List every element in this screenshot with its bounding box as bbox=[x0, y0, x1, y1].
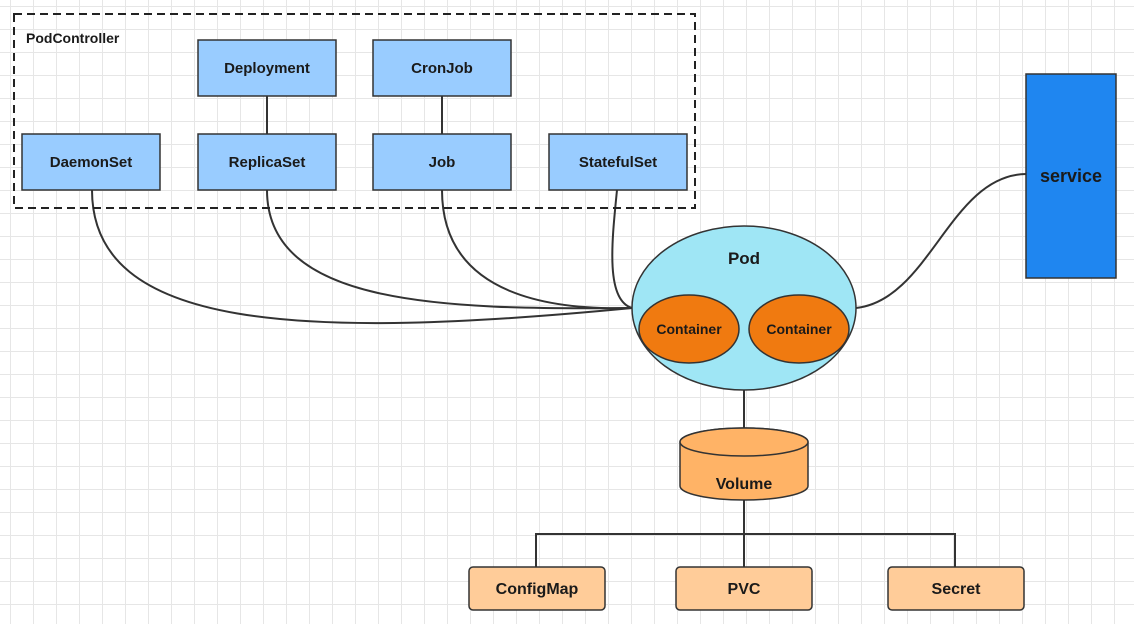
controller-statefulset-label: StatefulSet bbox=[579, 154, 657, 171]
controller-statefulset[interactable]: StatefulSet bbox=[548, 133, 688, 191]
controller-job[interactable]: Job bbox=[372, 133, 512, 191]
service-node[interactable]: service bbox=[1025, 73, 1117, 279]
controller-cronjob[interactable]: CronJob bbox=[372, 39, 512, 97]
controller-daemonset[interactable]: DaemonSet bbox=[21, 133, 161, 191]
controller-deployment-label: Deployment bbox=[224, 60, 310, 77]
pod-controller-boundary bbox=[13, 13, 696, 209]
storage-secret[interactable]: Secret bbox=[887, 566, 1025, 611]
controller-job-label: Job bbox=[429, 154, 456, 171]
controller-replicaset-label: ReplicaSet bbox=[229, 154, 306, 171]
connector-volume-storage bbox=[535, 500, 956, 567]
storage-pvc[interactable]: PVC bbox=[675, 566, 813, 611]
pod-label: Pod bbox=[728, 249, 760, 268]
volume-label: Volume bbox=[716, 476, 773, 493]
container-2-label: Container bbox=[766, 321, 832, 337]
storage-pvc-label: PVC bbox=[728, 581, 761, 598]
storage-configmap[interactable]: ConfigMap bbox=[468, 566, 606, 611]
storage-configmap-label: ConfigMap bbox=[496, 581, 579, 598]
volume-cylinder-top bbox=[679, 427, 809, 457]
pod-controller-label: PodController bbox=[26, 30, 120, 46]
pod-controller-group: PodController bbox=[13, 13, 696, 209]
connector-statefulset-pod bbox=[611, 189, 633, 309]
storage-secret-label: Secret bbox=[932, 581, 982, 598]
container-2[interactable]: Container bbox=[748, 294, 850, 364]
connector-daemonset-pod bbox=[91, 189, 633, 325]
connector-job-pod bbox=[441, 189, 633, 310]
service-label: service bbox=[1040, 166, 1102, 186]
container-1[interactable]: Container bbox=[638, 294, 740, 364]
volume-node[interactable]: Volume bbox=[679, 427, 809, 501]
controller-cronjob-label: CronJob bbox=[411, 60, 473, 77]
connector-replicaset-pod bbox=[266, 189, 633, 310]
controller-daemonset-label: DaemonSet bbox=[50, 154, 133, 171]
connector-pod-service bbox=[855, 173, 1027, 309]
controller-replicaset[interactable]: ReplicaSet bbox=[197, 133, 337, 191]
controller-deployment[interactable]: Deployment bbox=[197, 39, 337, 97]
container-1-label: Container bbox=[656, 321, 722, 337]
connectors bbox=[91, 96, 1027, 567]
